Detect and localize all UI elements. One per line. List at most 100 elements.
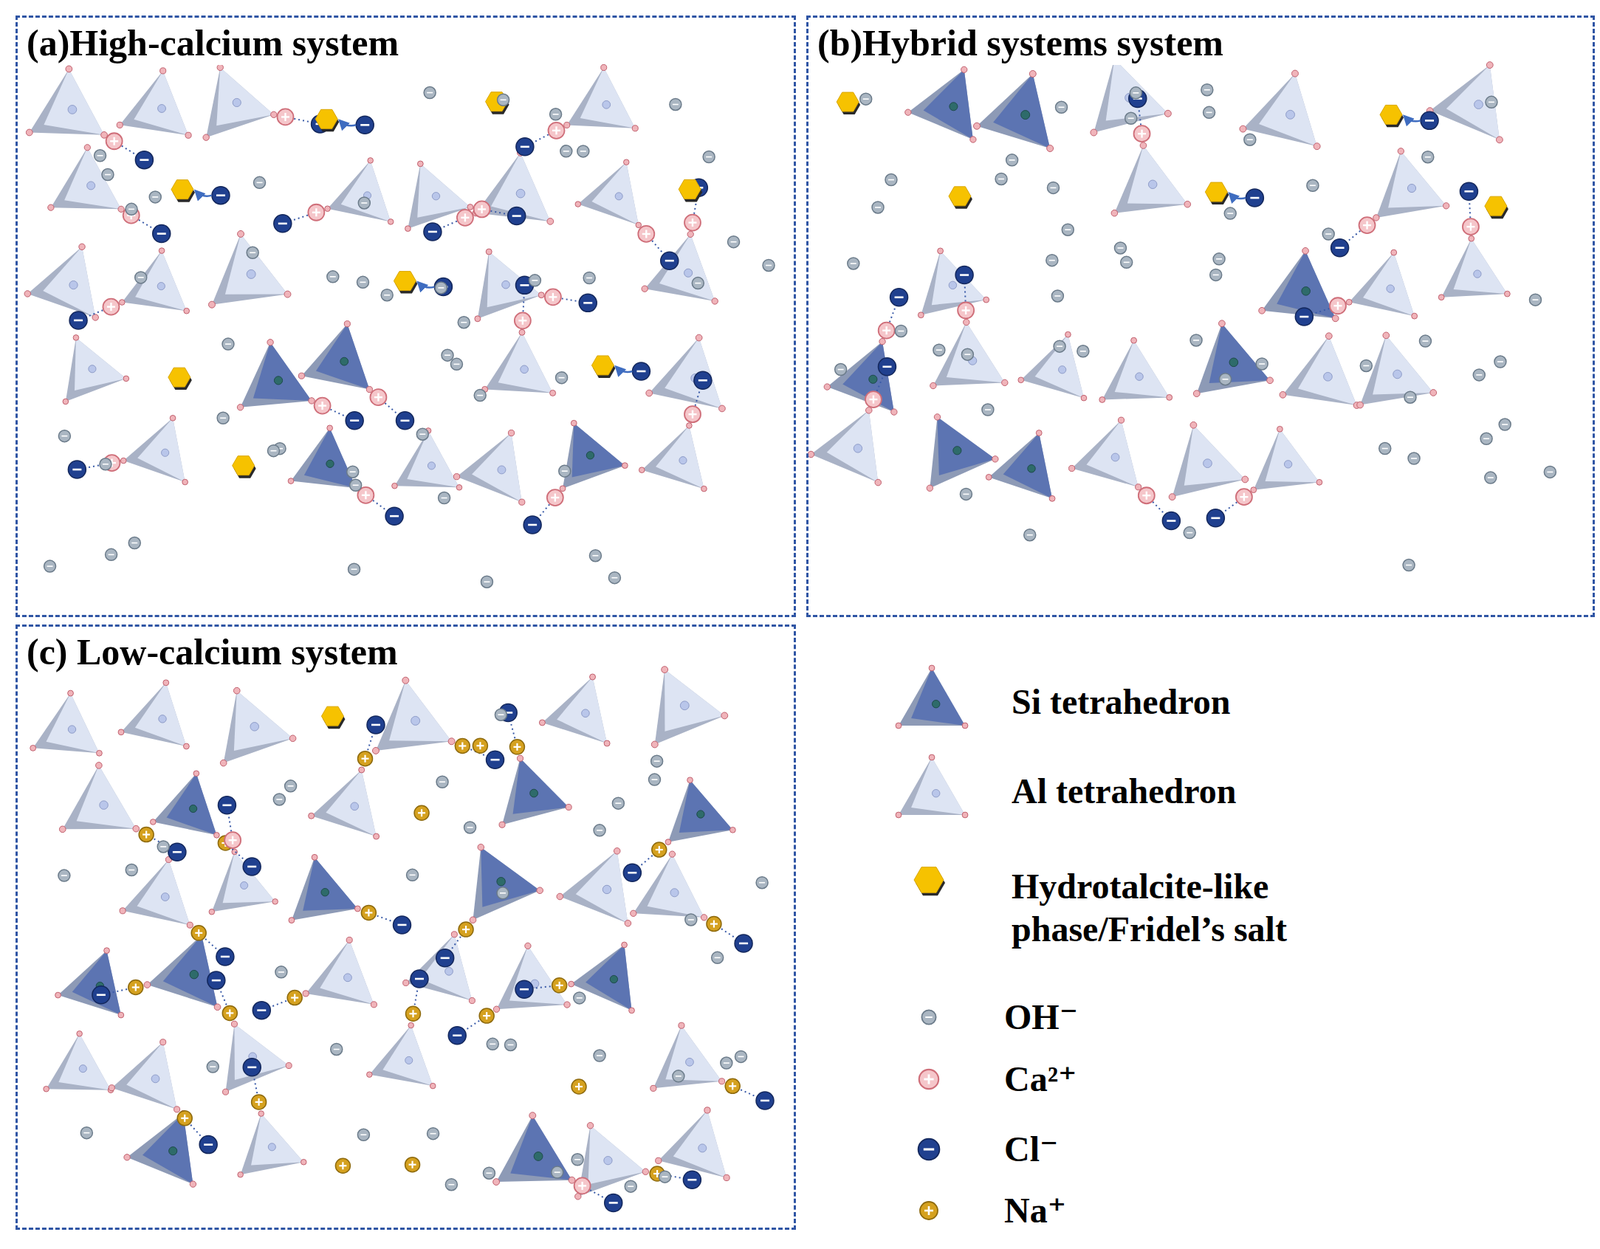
oh-ion (728, 236, 740, 249)
cl-ion (242, 1058, 261, 1077)
na-ion (177, 1111, 192, 1126)
cl-ion (273, 214, 292, 233)
cl-ion (516, 138, 534, 156)
al-tetrahedron (208, 849, 278, 915)
cl-ion (366, 716, 385, 734)
al-tetrahedron (1090, 55, 1172, 136)
ca-ion (102, 299, 119, 316)
oh-ion (1402, 559, 1415, 572)
oh-ion (80, 1127, 93, 1140)
hydrotalcite-hexagon (591, 355, 616, 379)
si-tetrahedron (926, 414, 999, 492)
oh-ion (357, 1128, 370, 1141)
al-tetrahedron (405, 160, 474, 232)
ca-ion (1138, 487, 1155, 504)
oh-ion (1255, 358, 1268, 370)
al-tetrahedron (1069, 417, 1142, 491)
si-tetrahedron (55, 948, 125, 1019)
oh-ion (624, 1180, 637, 1193)
cl-ion (682, 1171, 701, 1189)
al-tetrahedron (237, 1111, 307, 1178)
cl-ion (1459, 182, 1478, 201)
ca-ion (574, 1177, 591, 1194)
na-ion (414, 805, 429, 821)
al-tetrahedron (118, 248, 190, 314)
oh-ion (1129, 87, 1142, 99)
al-tetrahedron (1357, 332, 1437, 409)
oh-ion (1379, 443, 1392, 455)
oh-ion (267, 445, 280, 458)
na-ion (138, 827, 154, 843)
ca-ion (684, 406, 701, 423)
legend-label: OH⁻ (1004, 996, 1418, 1039)
cl-ion (1162, 512, 1180, 531)
oh-ion (1219, 373, 1232, 386)
oh-ion (450, 358, 463, 370)
al-tetrahedron (62, 335, 130, 405)
al-tetrahedron (655, 1107, 731, 1182)
cl-ion (395, 411, 414, 430)
oh-ion (135, 271, 147, 284)
na-ion (405, 1006, 421, 1022)
al-tetrahedron (638, 423, 707, 492)
hydrotalcite-hexagon (948, 186, 973, 209)
oh-ion (1114, 242, 1126, 254)
al-tetrahedron (220, 687, 296, 767)
oh-ion (327, 270, 339, 283)
legend-swatch (921, 1010, 936, 1025)
ca-ion (1329, 297, 1347, 314)
oh-ion (608, 572, 621, 585)
cl-ion (604, 1193, 623, 1212)
oh-ion (1543, 465, 1556, 478)
binding-arrow (1229, 193, 1246, 199)
oh-ion (560, 145, 573, 158)
si-tetrahedron (143, 931, 221, 1011)
oh-ion (835, 364, 847, 376)
si-tetrahedron (895, 665, 968, 729)
hydrotalcite-hexagon (171, 180, 195, 203)
al-tetrahedron (366, 1022, 436, 1090)
al-tetrahedron (1346, 249, 1417, 319)
hydrotalcite-hexagon (168, 367, 192, 390)
binding-arrow (339, 120, 356, 126)
oh-ion (438, 492, 451, 505)
oh-ion (593, 1049, 606, 1062)
oh-ion (349, 479, 362, 492)
hydrotalcite-hexagon (836, 92, 861, 115)
oh-ion (496, 887, 509, 900)
al-tetrahedron (59, 762, 139, 833)
ca-ion (919, 1069, 939, 1090)
cl-ion (660, 251, 679, 270)
na-ion (472, 738, 488, 754)
oh-ion (347, 465, 359, 478)
oh-ion (427, 1128, 440, 1141)
cl-ion (486, 750, 505, 769)
al-tetrahedron (472, 149, 554, 226)
na-ion (651, 842, 667, 858)
oh-ion (406, 869, 419, 881)
oh-ion (573, 992, 586, 1005)
panel-frame: (a)High-calcium system (15, 15, 796, 618)
oh-ion (659, 1171, 672, 1183)
oh-ion (1210, 268, 1222, 281)
cl-ion (242, 857, 261, 876)
oh-ion (691, 277, 704, 290)
oh-ion (285, 780, 297, 793)
oh-ion (486, 1038, 499, 1050)
oh-ion (1120, 256, 1133, 269)
oh-ion (528, 274, 541, 287)
oh-ion (648, 773, 661, 786)
oh-ion (482, 1167, 495, 1180)
cl-ion (436, 949, 455, 968)
si-tetrahedron (823, 338, 898, 415)
al-tetrahedron (222, 1021, 293, 1095)
ca-ion (314, 397, 331, 415)
cl-ion (1245, 189, 1264, 207)
oh-ion (275, 966, 288, 979)
hydrotalcite-hexagon (485, 92, 510, 115)
panel-title: (c) Low-calcium system (23, 631, 401, 675)
oh-ion (1046, 181, 1059, 194)
ca-ion (1359, 217, 1376, 234)
si-tetrahedron (469, 843, 543, 923)
binding-arrow (195, 191, 212, 197)
